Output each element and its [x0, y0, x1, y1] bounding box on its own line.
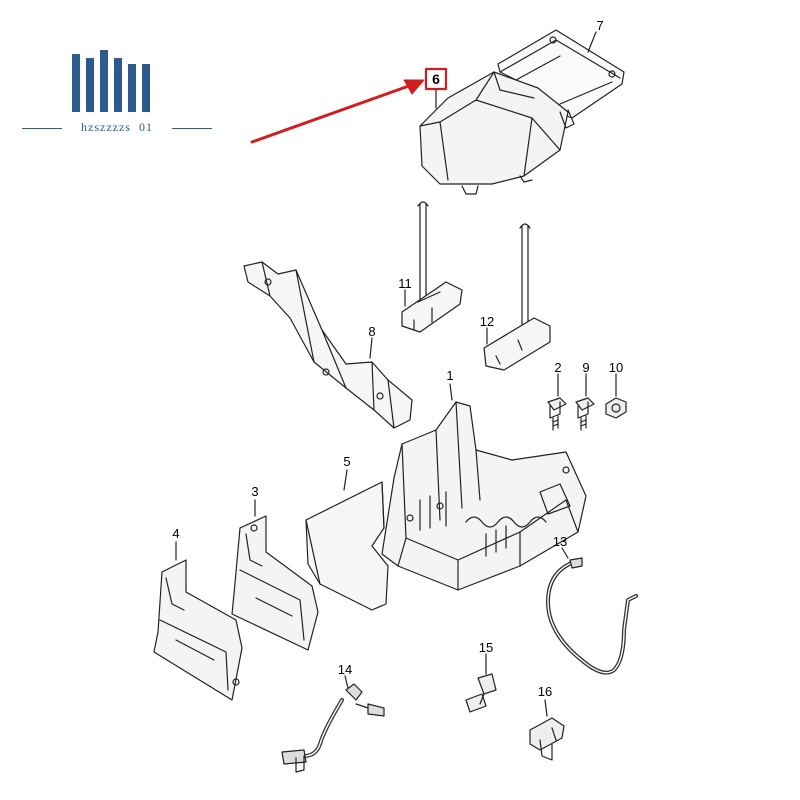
- leader-16: [544, 699, 548, 717]
- callout-15: 15: [479, 640, 493, 655]
- brand-name: hzszzzzs: [77, 120, 135, 134]
- part-16-clip: [529, 717, 565, 761]
- part-11-clamp-rod: [401, 201, 463, 333]
- part-8-bracket: [243, 261, 413, 429]
- callout-3: 3: [251, 484, 258, 499]
- brand-suffix: 01: [134, 120, 157, 134]
- part-2-bolt: [547, 397, 567, 431]
- part-1-battery-tray: [381, 401, 587, 591]
- part-14-vent-tube: [281, 683, 385, 773]
- callout-11: 11: [398, 276, 412, 291]
- callout-2: 2: [554, 360, 561, 375]
- part-13-hose: [546, 557, 638, 675]
- callout-5: 5: [343, 454, 350, 469]
- callout-14: 14: [338, 662, 352, 677]
- brand-rule-right: [172, 128, 212, 129]
- callout-4: 4: [172, 526, 179, 541]
- part-6-top-cover: [419, 71, 575, 195]
- part-9-bolt: [575, 397, 595, 431]
- callout-13: 13: [553, 534, 567, 549]
- highlight-arrow: [250, 79, 425, 144]
- part-4-side-shield: [153, 559, 243, 701]
- brand-rule-left: [22, 128, 62, 129]
- callout-1: 1: [446, 368, 453, 383]
- part-12-clamp-rod: [483, 223, 551, 371]
- highlight-box: [424, 67, 448, 91]
- callout-9: 9: [582, 360, 589, 375]
- callout-12: 12: [480, 314, 494, 329]
- callout-8: 8: [368, 324, 375, 339]
- leader-8: [369, 337, 373, 359]
- brand-logo-bars: [72, 50, 150, 112]
- part-10-nut: [605, 397, 627, 419]
- part-15-elbow: [465, 673, 497, 713]
- leader-5: [343, 469, 348, 491]
- part-5-insulation-panel: [305, 481, 389, 611]
- callout-10: 10: [609, 360, 623, 375]
- leader-13: [561, 547, 569, 559]
- callout-16: 16: [538, 684, 552, 699]
- callout-7: 7: [596, 18, 603, 33]
- callout-6: 6: [432, 71, 440, 87]
- leader-7: [587, 31, 597, 53]
- leader-1: [449, 383, 453, 401]
- part-3-side-shield: [231, 515, 319, 651]
- part-7-cover-plate: [497, 29, 625, 119]
- leader-14: [344, 675, 349, 689]
